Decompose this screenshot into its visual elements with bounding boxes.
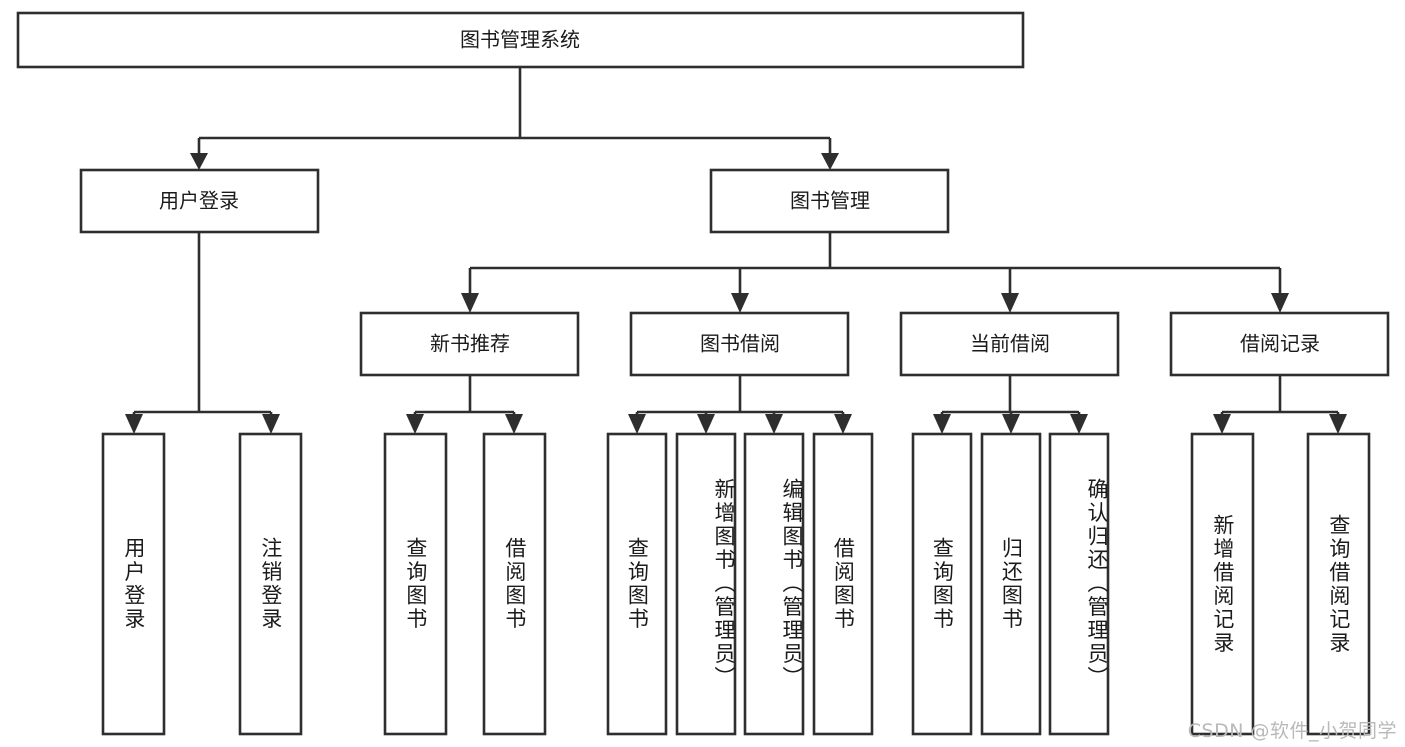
node-borrow-record[interactable]: 借阅记录 — [1169, 311, 1390, 377]
leaf-box-8[interactable] — [911, 432, 973, 736]
edge-record-to-leaves — [1213, 375, 1347, 434]
level2-label-1: 图书管理 — [790, 189, 870, 213]
level3-box-2[interactable] — [899, 311, 1120, 377]
node-new-book-recommend[interactable]: 新书推荐 — [359, 311, 580, 377]
leaf-box-3[interactable] — [482, 432, 547, 736]
level3-box-1[interactable] — [629, 311, 850, 377]
leaf-box-4[interactable] — [606, 432, 668, 736]
level3-label-1: 图书借阅 — [700, 332, 780, 356]
edge-userlogin-to-leaves — [125, 232, 280, 434]
leaf-box-0[interactable] — [101, 432, 166, 736]
leaf-box-5[interactable] — [675, 432, 737, 736]
root-box[interactable] — [16, 11, 1025, 69]
node-user-login[interactable]: 用户登录 — [79, 168, 320, 234]
leaf-box-9[interactable] — [980, 432, 1042, 736]
level3-label-0: 新书推荐 — [430, 332, 510, 356]
leaf-box-6[interactable] — [743, 432, 805, 736]
leaf-box-10[interactable] — [1048, 432, 1110, 736]
node-root[interactable]: 图书管理系统 — [16, 11, 1025, 69]
level3-label-3: 借阅记录 — [1240, 332, 1320, 356]
leaf-box-2[interactable] — [383, 432, 448, 736]
leaf-box-11[interactable] — [1190, 432, 1255, 736]
node-book-management[interactable]: 图书管理 — [709, 168, 950, 234]
edge-bookmgmt-to-level3 — [461, 232, 1289, 313]
node-book-borrow[interactable]: 图书借阅 — [629, 311, 850, 377]
watermark-text: CSDN @软件_小贺同学 — [1187, 720, 1397, 742]
leaf-box-12[interactable] — [1306, 432, 1371, 736]
edge-borrow-to-leaves — [628, 375, 852, 434]
edge-root-to-bus — [190, 67, 839, 170]
edge-recommend-to-leaves — [406, 375, 523, 434]
root-label: 图书管理系统 — [460, 28, 580, 52]
leaf-boxes — [101, 432, 1371, 736]
leaf-box-1[interactable] — [238, 432, 303, 736]
level3-label-2: 当前借阅 — [970, 332, 1050, 356]
level2-label-0: 用户登录 — [159, 189, 239, 213]
leaf-box-7[interactable] — [812, 432, 874, 736]
level2-box-1[interactable] — [709, 168, 950, 234]
edge-current-to-leaves — [933, 375, 1088, 434]
level3-box-3[interactable] — [1169, 311, 1390, 377]
level3-box-0[interactable] — [359, 311, 580, 377]
node-current-borrow[interactable]: 当前借阅 — [899, 311, 1120, 377]
